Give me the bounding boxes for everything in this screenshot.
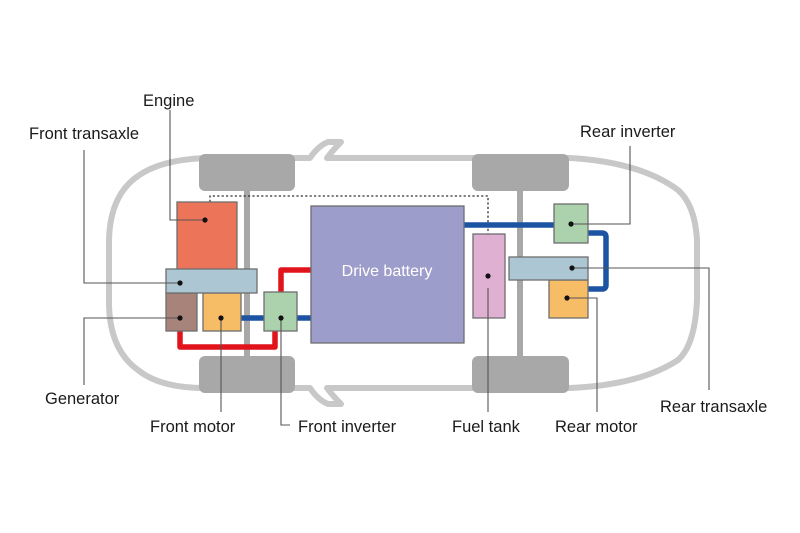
label-front-inverter: Front inverter	[298, 418, 397, 436]
dot-rear-motor	[564, 295, 570, 301]
dot-generator	[177, 315, 183, 321]
label-front-transaxle: Front transaxle	[29, 125, 139, 143]
hv-line-red	[177, 267, 311, 350]
front-left-wheel	[199, 154, 295, 191]
generator-box	[165, 292, 198, 332]
leader-front-transaxle	[83, 150, 180, 284]
label-rear-motor: Rear motor	[555, 418, 638, 436]
dot-fuel-tank	[485, 273, 491, 279]
label-fuel-tank: Fuel tank	[452, 418, 521, 436]
dot-rear-inverter	[568, 221, 574, 227]
drive-battery-label: Drive battery	[342, 263, 433, 280]
leader-generator	[83, 317, 180, 385]
front-motor-box	[202, 292, 242, 332]
leader-front-inverter	[280, 318, 290, 426]
leader-rear-motor	[567, 297, 598, 412]
dot-engine	[202, 217, 208, 223]
rear-right-wheel	[472, 356, 569, 393]
car-body-outline	[106, 139, 700, 407]
label-rear-transaxle: Rear transaxle	[660, 398, 767, 416]
leader-rear-transaxle	[572, 267, 710, 390]
engine-box	[176, 201, 238, 271]
leader-engine	[169, 110, 204, 221]
front-right-wheel	[199, 356, 295, 393]
label-front-motor: Front motor	[150, 418, 236, 436]
dot-front-transaxle	[177, 280, 183, 286]
dot-front-inverter	[278, 315, 284, 321]
hv-line-blue-rear-loop	[588, 230, 609, 292]
rear-left-wheel	[472, 154, 569, 191]
dot-rear-transaxle	[569, 265, 575, 271]
leader-rear-inverter	[571, 146, 631, 225]
dot-front-motor	[218, 315, 224, 321]
drive-battery-box	[310, 205, 465, 344]
label-engine: Engine	[143, 92, 194, 110]
label-rear-inverter: Rear inverter	[580, 123, 676, 141]
label-generator: Generator	[45, 390, 120, 408]
